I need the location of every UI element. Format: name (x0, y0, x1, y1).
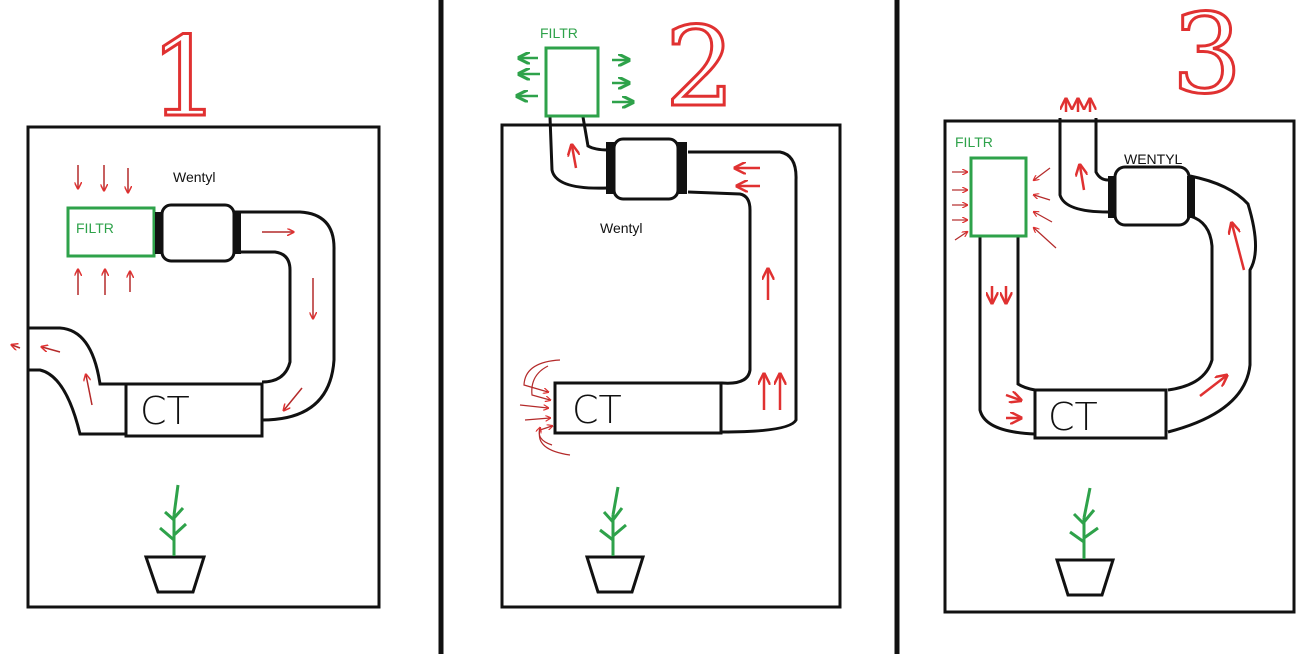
carbon-filter-label: CT (140, 389, 190, 433)
carbon-filter-label: CT (572, 388, 622, 432)
filter-outflow-arrows (518, 58, 632, 102)
carbon-filter (1033, 388, 1168, 440)
fan-flange-left (155, 212, 163, 254)
plant (143, 484, 207, 594)
exhaust-duct-top (28, 326, 126, 386)
panel-number: 1 (150, 13, 220, 141)
plant-pot (143, 555, 207, 594)
fan-flange-right (677, 142, 687, 194)
plant-stem (599, 486, 627, 556)
intake-filter-label: FILTR (955, 134, 993, 150)
duct-inner (687, 190, 752, 385)
carbon-filter (124, 382, 264, 438)
exhaust-duct-bottom (28, 368, 126, 436)
fan-flange-right (1187, 176, 1195, 218)
exhaust-filter-label: FILTR (540, 25, 578, 41)
grow-tent (26, 125, 381, 609)
exhaust-duct-inner (1094, 118, 1109, 182)
airflow-arrows (572, 146, 780, 410)
fan-label: Wentyl (173, 169, 216, 185)
fan-label: WENTYL (1124, 151, 1183, 167)
plant (584, 486, 646, 594)
intake-filter (66, 206, 156, 258)
duct-outer (688, 150, 798, 434)
exhaust-filter (544, 46, 600, 118)
intake-duct-outer (978, 236, 1036, 436)
fan-flange-left (606, 142, 615, 194)
inline-fan (612, 137, 680, 201)
panel-3: 3 CT FILTR WENTYL (943, 0, 1296, 614)
fan-flange-left (1108, 176, 1117, 218)
plant-pot (584, 555, 646, 594)
duct-inner (1167, 214, 1214, 392)
airflow-arrows (12, 165, 313, 410)
duct-outer (235, 210, 336, 422)
plant (1054, 487, 1116, 597)
intake-arrows (519, 359, 571, 456)
duct-top-inner (581, 116, 609, 152)
airflow-arrows (992, 100, 1246, 418)
intake-arrows (952, 167, 1057, 249)
carbon-filter-label: CT (1048, 395, 1098, 439)
exhaust-duct-outer (1058, 118, 1109, 214)
carbon-filter (553, 381, 723, 435)
grow-tent (500, 123, 842, 609)
inline-fan (1113, 165, 1191, 227)
intake-filter-label: FILTR (76, 220, 114, 236)
duct-outer (1167, 174, 1258, 434)
panel-number: 3 (1172, 0, 1242, 118)
panel-2: 2 CT Wentyl FILTR (500, 2, 842, 609)
panel-number: 2 (665, 3, 735, 131)
plant-stem (159, 484, 188, 556)
plant-stem (1069, 487, 1099, 559)
grow-tent (943, 119, 1296, 614)
duct-inner (235, 250, 292, 384)
inline-fan (160, 203, 236, 263)
panel-1: 1 CT FILTR Wentyl (12, 12, 381, 609)
fan-label: Wentyl (600, 220, 643, 236)
intake-duct-inner (1016, 236, 1036, 392)
intake-filter (969, 156, 1028, 238)
fan-flange-right (233, 212, 241, 254)
plant-pot (1054, 558, 1116, 597)
duct-top-outer (548, 116, 609, 190)
